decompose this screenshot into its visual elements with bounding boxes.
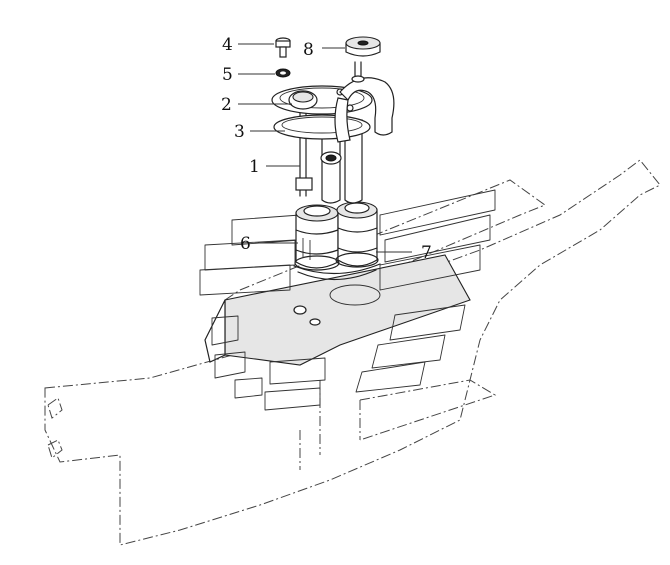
canister-base-ring bbox=[293, 263, 381, 281]
filter-canister-right bbox=[335, 201, 379, 268]
callout-5: 5 bbox=[222, 65, 233, 85]
mounting-bracket bbox=[199, 189, 496, 411]
callout-labels: 4 8 5 2 3 1 6 7 bbox=[221, 35, 432, 263]
callout-2: 2 bbox=[221, 95, 232, 115]
callout-6: 6 bbox=[240, 234, 251, 254]
callout-7: 7 bbox=[421, 243, 432, 263]
callout-4: 4 bbox=[222, 35, 233, 55]
callout-3: 3 bbox=[234, 122, 245, 142]
washer-part bbox=[275, 68, 291, 78]
filter-head-assembly bbox=[271, 61, 395, 204]
callout-8: 8 bbox=[303, 40, 314, 60]
cap-part bbox=[345, 36, 381, 57]
callout-1: 1 bbox=[249, 157, 260, 177]
leader-lines bbox=[238, 43, 412, 253]
bolt-part bbox=[275, 37, 291, 58]
filter-canister-left bbox=[294, 204, 340, 271]
